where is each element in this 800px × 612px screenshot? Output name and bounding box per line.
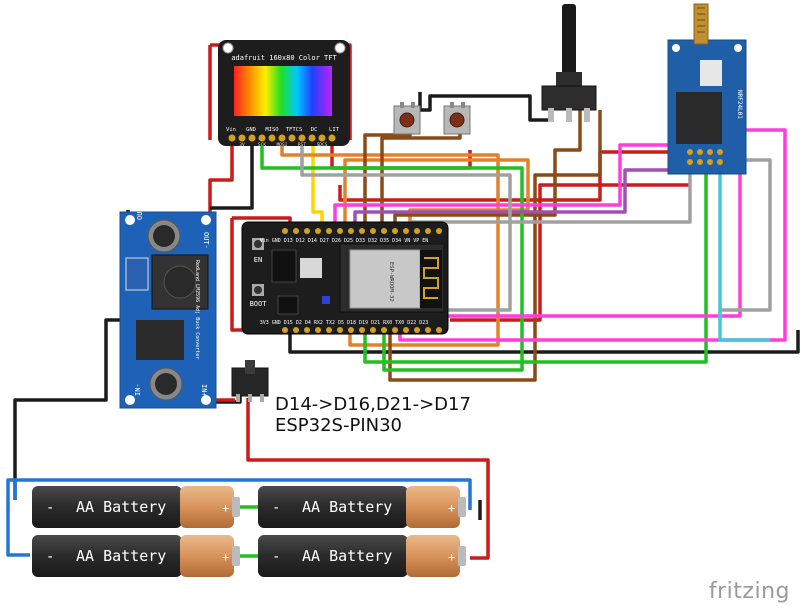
potentiometer <box>541 4 597 122</box>
buck-chip-text: RedLand LM2596 Adj Buck Converter <box>194 260 200 359</box>
esp32-top-pin-labels: Vin GND D13 D12 D14 D27 D26 D25 D33 D32 … <box>260 238 429 244</box>
tft-pin-row <box>228 134 336 142</box>
tft-pin-vin: Vin <box>226 127 236 133</box>
wire-black-tft-gnd <box>210 140 254 210</box>
battery-2-minus: - <box>272 500 280 516</box>
tft-pin-gnd: GND <box>246 127 256 133</box>
battery-2-plus: + <box>448 501 455 515</box>
tft-pin-lit: LIT <box>329 127 340 133</box>
battery-wires <box>240 505 258 558</box>
push-button-1 <box>393 102 421 135</box>
esp32-module <box>349 249 421 309</box>
battery-4-minus: - <box>272 549 280 565</box>
wire-blue-batt <box>6 478 472 557</box>
buck-in-minus: IN- <box>134 383 142 396</box>
tft-title: adafruit 160x80 Color TFT <box>231 54 337 62</box>
rf-pin-header <box>687 149 723 165</box>
wiring-note-line2: ESP32S-PIN30 <box>275 415 403 436</box>
tft-pin-tftcs: TFTCS <box>286 127 303 133</box>
battery-2: - AA Battery + <box>258 486 466 528</box>
esp32-en-label: EN <box>254 256 262 264</box>
esp32-module-text: ESP-WROOM-32 <box>388 262 394 302</box>
fritzing-logo: fritzing <box>708 579 790 604</box>
rf-module-label: NRF24L01 <box>736 90 743 119</box>
buck-converter: OUT+ OUT- IN- IN+ RedLand LM2596 Adj Buc… <box>119 203 217 409</box>
esp32-board: ESP-WROOM-32 EN BOOT Vin GND D13 D12 D14… <box>241 221 449 335</box>
wire-green-rf <box>363 172 708 364</box>
wire-red-tft-vin <box>208 140 234 215</box>
wire-red-rf <box>338 150 690 202</box>
wire-red-esp-right <box>450 183 690 322</box>
wire-black-gnd-left <box>13 210 130 500</box>
battery-1-plus: + <box>222 501 229 515</box>
wiring-note-line1: D14->D16,D21->D17 <box>275 394 471 415</box>
tft-screen <box>234 66 332 116</box>
push-button-2 <box>443 102 471 135</box>
battery-4-label: AA Battery <box>302 547 392 565</box>
esp32-top-header <box>282 228 442 234</box>
buck-in-plus: IN+ <box>200 384 208 397</box>
esp32-bottom-header <box>282 327 442 333</box>
wire-brown-3 <box>393 110 582 232</box>
battery-1: - AA Battery + <box>32 486 240 528</box>
battery-2-label: AA Battery <box>302 498 392 516</box>
battery-1-label: AA Battery <box>76 498 166 516</box>
buck-out-minus: OUT- <box>202 232 210 249</box>
battery-1-minus: - <box>46 500 54 516</box>
tft-subpin-mosi: MOSI <box>277 142 288 148</box>
wire-orange-1 <box>280 140 500 347</box>
battery-3-plus: + <box>222 550 229 564</box>
battery-4-plus: + <box>448 550 455 564</box>
wire-red-switch <box>246 398 490 560</box>
wire-grey-3 <box>720 158 772 312</box>
battery-3-label: AA Battery <box>76 547 166 565</box>
esp32-bottom-pin-labels: 3V3 GND D15 D2 D4 RX2 TX2 D5 D18 D19 D21… <box>260 320 429 326</box>
battery-4: - AA Battery + <box>258 535 466 577</box>
slide-switch <box>231 360 269 402</box>
wire-cyan <box>718 172 770 342</box>
wire-purple <box>353 168 690 232</box>
esp32-boot-label: BOOT <box>250 300 268 308</box>
tft-subpin-sdcs: SDCS <box>317 142 328 148</box>
buck-out-plus: OUT+ <box>136 203 144 220</box>
rf-module: NRF24L01 <box>667 3 747 175</box>
wire-black-pot <box>418 92 548 122</box>
battery-3-minus: - <box>46 549 54 565</box>
battery-3: - AA Battery + <box>32 535 240 577</box>
tft-subpin-rst: RST <box>298 142 306 148</box>
tft-pin-dc: DC <box>311 127 318 133</box>
wire-black-gnd-esp <box>288 330 800 354</box>
tft-pin-miso: MISO <box>265 127 278 133</box>
wiring-note: D14->D16,D21->D17 ESP32S-PIN30 <box>275 394 471 436</box>
tft-subpin-3v: 3V <box>239 142 245 148</box>
tft-subpin-sck: SCK <box>258 142 266 148</box>
tft-display: adafruit 160x80 Color TFT Vin GND MISO T… <box>218 40 350 148</box>
wire-grey-1 <box>300 140 512 312</box>
